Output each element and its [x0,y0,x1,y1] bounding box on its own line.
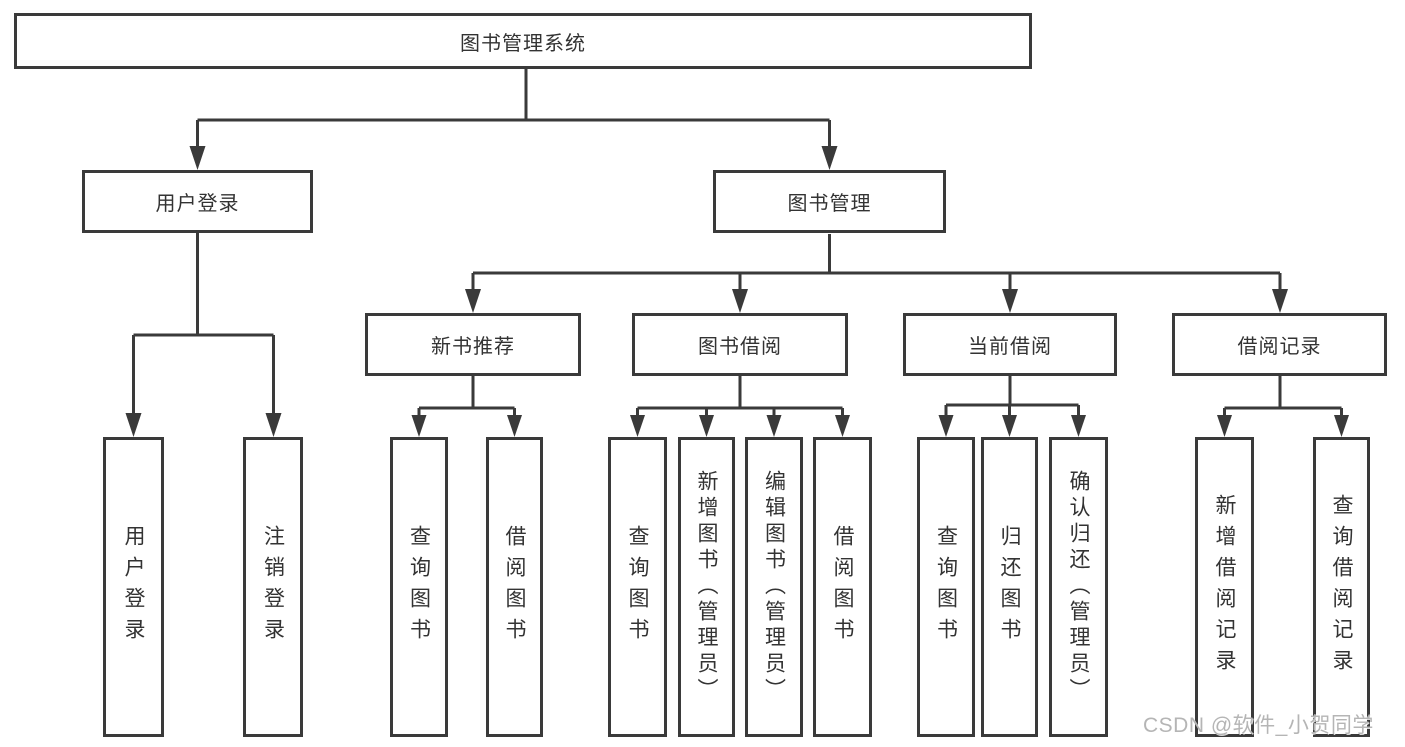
leaf-query-books-current-label: 查询图书 [934,525,958,649]
arrowhead [265,413,282,437]
leaf-query-books-recommend-label: 查询图书 [407,525,431,649]
node-current-borrow-label: 当前借阅 [968,336,1052,358]
leaf-add-book-admin-label: 新增图书（管理员） [695,470,719,704]
leaf-edit-book-admin-label: 编辑图书（管理员） [762,470,786,704]
arrowhead [189,146,206,170]
node-book-borrow: 图书借阅 [632,313,848,376]
arrowhead [507,415,522,437]
node-borrow-records-label: 借阅记录 [1237,336,1322,358]
node-new-book-recommend: 新书推荐 [365,313,581,376]
leaf-query-books-borrow: 查询图书 [608,437,667,737]
arrowhead [630,415,645,437]
leaf-query-books-current: 查询图书 [917,437,975,737]
leaf-edit-book-admin: 编辑图书（管理员） [745,437,803,737]
node-new-book-recommend-label: 新书推荐 [431,336,515,358]
node-user-login-label: 用户登录 [155,193,240,215]
leaf-logout: 注销登录 [243,437,303,737]
leaf-return-book: 归还图书 [981,437,1038,737]
leaf-borrow-books-recommend: 借阅图书 [486,437,543,737]
arrowhead [411,415,427,437]
leaf-confirm-return-admin: 确认归还（管理员） [1049,437,1108,737]
arrowhead [766,415,782,437]
arrowhead [821,146,838,170]
node-book-borrow-label: 图书借阅 [698,336,782,358]
leaf-query-borrow-record-label: 查询借阅记录 [1330,494,1354,680]
arrowhead [465,289,481,313]
arrowhead [835,415,850,437]
leaf-borrow-books: 借阅图书 [813,437,872,737]
leaf-borrow-books-recommend-label: 借阅图书 [503,525,527,649]
node-user-login: 用户登录 [82,170,313,233]
leaf-add-book-admin: 新增图书（管理员） [678,437,735,737]
leaf-query-books-borrow-label: 查询图书 [626,525,650,649]
arrowhead [1217,415,1232,437]
connector-arrowheads [125,146,1349,437]
arrowhead [938,415,954,437]
arrowhead [125,413,142,437]
node-current-borrow: 当前借阅 [903,313,1117,376]
node-library-system-label: 图书管理系统 [460,32,586,55]
arrowhead [1002,415,1017,437]
arrowhead [699,415,714,437]
leaf-add-borrow-record: 新增借阅记录 [1195,437,1254,737]
leaf-return-book-label: 归还图书 [998,525,1022,649]
leaf-logout-label: 注销登录 [261,525,285,649]
node-book-management-label: 图书管理 [787,193,872,215]
node-borrow-records: 借阅记录 [1172,313,1387,376]
leaf-query-borrow-record: 查询借阅记录 [1313,437,1370,737]
arrowhead [1002,289,1018,313]
leaf-confirm-return-admin-label: 确认归还（管理员） [1067,470,1091,704]
leaf-user-login-label: 用户登录 [122,525,146,649]
leaf-user-login: 用户登录 [103,437,164,737]
arrowhead [1272,289,1288,313]
arrowhead [1334,415,1349,437]
leaf-borrow-books-label: 借阅图书 [831,525,855,649]
node-library-system: 图书管理系统 [14,13,1032,69]
leaf-add-borrow-record-label: 新增借阅记录 [1213,494,1237,680]
arrowhead [732,289,748,313]
node-book-management: 图书管理 [713,170,946,233]
arrowhead [1071,415,1086,437]
csdn-watermark: CSDN @软件_小贺同学 [1143,714,1374,737]
leaf-query-books-recommend: 查询图书 [390,437,448,737]
